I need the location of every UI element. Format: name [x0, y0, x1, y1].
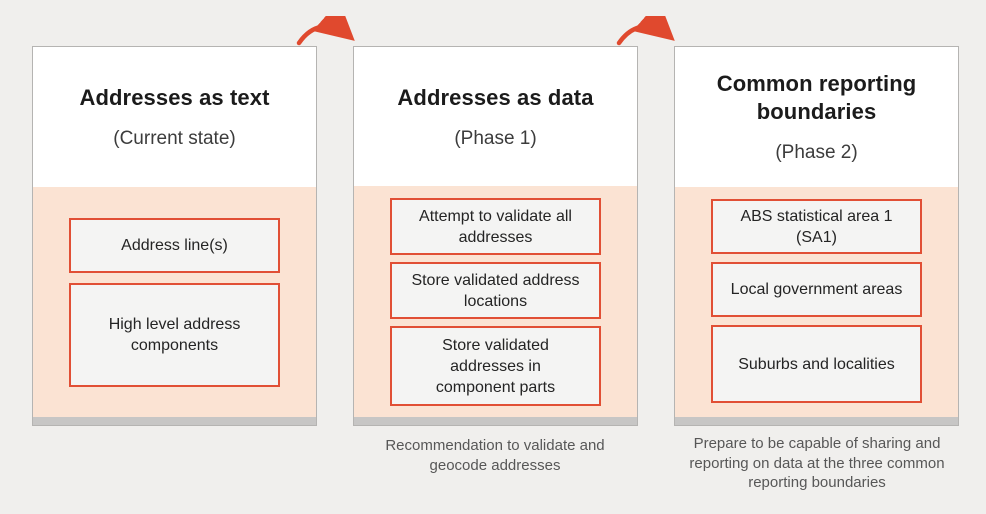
item-box-abs-sa1: ABS statistical area 1 (SA1) — [711, 199, 922, 254]
card-addresses-as-data: Addresses as data (Phase 1) Attempt to v… — [353, 46, 638, 426]
item-box-store-component-parts: Store validated addresses in component p… — [390, 326, 601, 406]
item-box-suburbs-localities: Suburbs and localities — [711, 325, 922, 403]
card-subtitle: (Phase 1) — [454, 127, 537, 149]
item-box-address-lines: Address line(s) — [69, 218, 280, 273]
card-bottom-strip — [354, 417, 637, 425]
item-box-label: Attempt to validate all addresses — [419, 207, 572, 246]
item-box-label: High level address components — [108, 316, 241, 354]
card-title: Addresses as data — [397, 84, 594, 110]
card-bottom-strip — [33, 417, 316, 425]
card-body: Address line(s) High level address compo… — [33, 187, 316, 417]
item-box-high-level-components: High level address components — [69, 283, 280, 387]
card-subtitle: (Current state) — [113, 128, 236, 149]
phase2-caption: Prepare to be capable of sharing and rep… — [689, 435, 945, 491]
phase1-caption: Recommendation to validate and geocode a… — [385, 437, 605, 474]
item-box-label: Store validated address locations — [411, 271, 580, 310]
item-box-store-locations: Store validated address locations — [390, 262, 601, 319]
card-title: Common reporting boundaries — [716, 71, 917, 124]
card-subtitle: (Phase 2) — [775, 142, 858, 163]
item-box-label: Suburbs and localities — [738, 355, 895, 373]
curved-arrow-icon — [616, 16, 675, 46]
card-body: Attempt to validate all addresses Store … — [354, 186, 637, 417]
card-addresses-as-text: Addresses as text (Current state) Addres… — [32, 46, 317, 426]
item-box-label: Address line(s) — [121, 237, 228, 254]
item-box-validate-all: Attempt to validate all addresses — [390, 198, 601, 255]
item-box-label: ABS statistical area 1 (SA1) — [740, 207, 893, 246]
curved-arrow-icon — [296, 16, 355, 46]
item-box-label: Local government areas — [730, 281, 903, 298]
item-box-local-government-areas: Local government areas — [711, 262, 922, 317]
card-header: Addresses as data (Phase 1) — [354, 47, 637, 186]
item-box-label: Store validated addresses in component p… — [435, 336, 556, 396]
card-common-reporting-boundaries: Common reporting boundaries (Phase 2) AB… — [674, 46, 959, 426]
card-body: ABS statistical area 1 (SA1) Local gover… — [675, 187, 958, 417]
card-header: Common reporting boundaries (Phase 2) — [675, 47, 958, 187]
card-header: Addresses as text (Current state) — [33, 47, 316, 187]
card-bottom-strip — [675, 417, 958, 425]
card-title: Addresses as text — [79, 85, 270, 110]
